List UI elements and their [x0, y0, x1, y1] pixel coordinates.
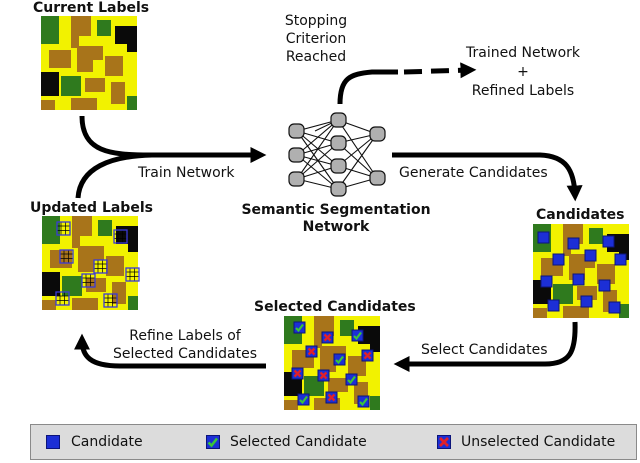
candidates-title: Candidates	[536, 207, 625, 223]
trained-network-label: Trained Network+Refined Labels	[466, 45, 580, 99]
candidates-map	[533, 224, 629, 318]
generate-candidates-label: Generate Candidates	[399, 165, 548, 181]
legend-selected-label: Selected Candidate	[230, 434, 367, 450]
updated-labels-title: Updated Labels	[30, 200, 153, 216]
arrow-selected-to-updated	[74, 333, 266, 369]
updated-labels-map	[42, 216, 140, 310]
legend: Candidate Selected Candidate Unselected …	[30, 424, 637, 460]
neural-network-icon	[288, 112, 386, 197]
arrow-candidates-to-selected	[393, 321, 578, 373]
arrow-updated-to-network	[75, 152, 153, 199]
arrow-stopping-to-trained-dashed	[403, 62, 477, 79]
legend-candidate-label: Candidate	[71, 434, 143, 450]
selected-candidate-legend-icon	[206, 435, 220, 449]
arrow-network-to-candidates	[392, 152, 583, 202]
unselected-candidate-legend-icon	[437, 435, 451, 449]
current-labels-map	[41, 16, 137, 110]
train-network-label: Train Network	[138, 165, 235, 181]
select-candidates-label: Select Candidates	[421, 342, 548, 358]
current-labels-title: Current Labels	[33, 0, 150, 16]
arrow-stopping-to-trained	[337, 69, 398, 105]
selected-candidates-map	[284, 316, 380, 410]
legend-unselected-label: Unselected Candidate	[461, 434, 616, 450]
selected-candidates-title: Selected Candidates	[254, 299, 416, 315]
arrow-current-to-network	[79, 115, 267, 164]
candidate-legend-icon	[46, 435, 60, 449]
